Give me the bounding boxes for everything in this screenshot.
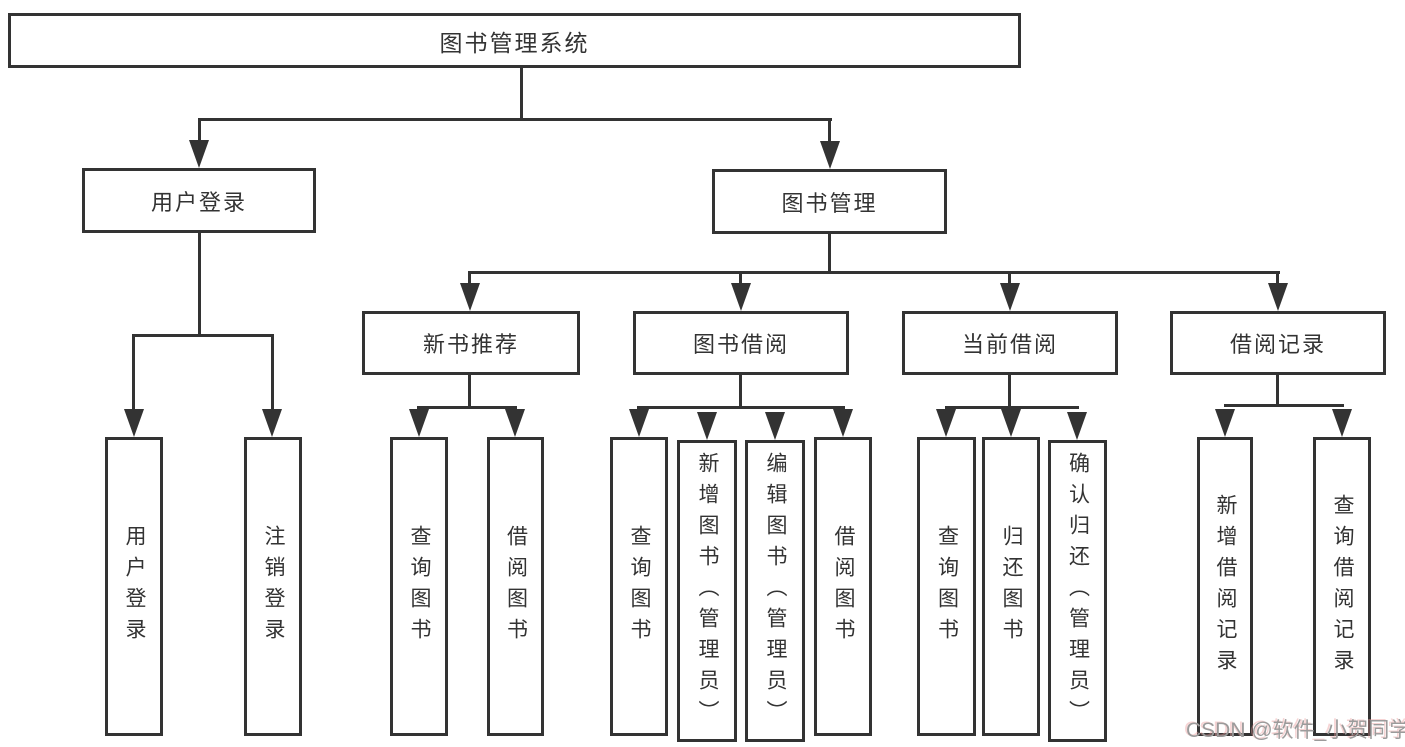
arrowhead-to-leaf-login bbox=[124, 409, 144, 437]
connector-root-drop bbox=[520, 68, 523, 119]
node-library-management-system-label: 图书管理系统 bbox=[439, 29, 590, 56]
node-book-management: 图书管理 bbox=[712, 169, 947, 234]
connector-current-borrowing-bus bbox=[945, 406, 1079, 409]
csdn-watermark: CSDN @软件_小贺同学 bbox=[1186, 719, 1405, 742]
connector-new-book-recommend-drop bbox=[468, 375, 471, 409]
connector-stem-borrowing-records bbox=[1276, 271, 1279, 286]
connector-stem-current-borrowing bbox=[1008, 271, 1011, 286]
arrowhead-to-cb-confirm-return bbox=[1067, 412, 1087, 440]
arrowhead-to-cb-search-books bbox=[936, 409, 956, 437]
arrowhead-to-bb-search-books bbox=[629, 409, 649, 437]
arrowhead-to-nbr-borrow-books bbox=[505, 409, 525, 437]
leaf-cb-search-books: 查询图书 bbox=[917, 437, 976, 736]
leaf-nbr-borrow-books-label: 借阅图书 bbox=[504, 524, 528, 649]
arrowhead-to-user-login bbox=[189, 140, 209, 168]
node-current-borrowing-label: 当前借阅 bbox=[961, 332, 1058, 357]
arrowhead-to-book-management bbox=[820, 141, 840, 169]
leaf-bb-add-books: 新增图书（管理员） bbox=[677, 440, 737, 742]
node-library-management-system: 图书管理系统 bbox=[8, 13, 1021, 68]
leaf-cb-confirm-return-label: 确认归还（管理员） bbox=[1066, 451, 1090, 731]
arrowhead-to-nbr-search-books bbox=[409, 409, 429, 437]
connector-level2-bus bbox=[468, 271, 1280, 274]
connector-stem-book-management bbox=[828, 118, 831, 143]
leaf-nbr-search-books-label: 查询图书 bbox=[408, 524, 432, 649]
node-borrowing-records: 借阅记录 bbox=[1170, 311, 1386, 375]
arrowhead-to-br-add-record bbox=[1215, 409, 1235, 437]
node-current-borrowing: 当前借阅 bbox=[902, 311, 1118, 375]
leaf-cb-return-books-label: 归还图书 bbox=[1000, 524, 1024, 649]
leaf-bb-search-books-label: 查询图书 bbox=[628, 524, 652, 649]
node-book-borrowing: 图书借阅 bbox=[633, 311, 849, 375]
node-new-book-recommend: 新书推荐 bbox=[362, 311, 580, 375]
node-new-book-recommend-label: 新书推荐 bbox=[422, 332, 519, 357]
leaf-bb-borrow-books-label: 借阅图书 bbox=[832, 524, 856, 649]
arrowhead-to-bb-borrow-books bbox=[833, 409, 853, 437]
connector-book-borrowing-drop bbox=[739, 375, 742, 409]
leaf-br-search-record-label: 查询借阅记录 bbox=[1331, 493, 1355, 680]
leaf-user-login: 用户登录 bbox=[105, 437, 163, 736]
leaf-bb-add-books-label: 新增图书（管理员） bbox=[696, 451, 720, 731]
node-borrowing-records-label: 借阅记录 bbox=[1229, 332, 1326, 357]
arrowhead-to-bb-add-books bbox=[697, 412, 717, 440]
connector-new-book-recommend-bus bbox=[417, 406, 517, 409]
leaf-nbr-borrow-books: 借阅图书 bbox=[487, 437, 544, 736]
arrowhead-to-current-borrowing bbox=[1000, 283, 1020, 311]
connector-borrowing-records-drop bbox=[1276, 375, 1279, 407]
leaf-bb-borrow-books: 借阅图书 bbox=[814, 437, 872, 736]
leaf-cb-confirm-return: 确认归还（管理员） bbox=[1048, 440, 1107, 742]
node-user-login: 用户登录 bbox=[82, 168, 316, 233]
leaf-nbr-search-books: 查询图书 bbox=[390, 437, 448, 736]
arrowhead-to-br-search-record bbox=[1332, 409, 1352, 437]
arrowhead-to-borrowing-records bbox=[1268, 283, 1288, 311]
leaf-user-login-label: 用户登录 bbox=[123, 524, 147, 649]
connector-user-login-drop bbox=[198, 233, 201, 336]
connector-book-borrowing-bus bbox=[637, 406, 845, 409]
node-book-management-label: 图书管理 bbox=[781, 190, 878, 216]
leaf-br-add-record: 新增借阅记录 bbox=[1197, 437, 1253, 736]
arrowhead-to-book-borrowing bbox=[731, 283, 751, 311]
connector-borrowing-records-bus bbox=[1224, 404, 1344, 407]
leaf-bb-edit-books: 编辑图书（管理员） bbox=[745, 440, 805, 742]
connector-stem-leaf-login bbox=[132, 334, 135, 412]
leaf-logout-label: 注销登录 bbox=[262, 524, 286, 649]
arrowhead-to-cb-return-books bbox=[1001, 409, 1021, 437]
connector-user-login-bus bbox=[132, 334, 274, 337]
leaf-bb-edit-books-label: 编辑图书（管理员） bbox=[764, 451, 788, 731]
connector-book-management-drop bbox=[828, 234, 831, 274]
arrowhead-to-leaf-logout bbox=[262, 409, 282, 437]
leaf-cb-return-books: 归还图书 bbox=[982, 437, 1040, 736]
leaf-br-search-record: 查询借阅记录 bbox=[1313, 437, 1371, 736]
connector-stem-leaf-logout bbox=[271, 334, 274, 412]
leaf-cb-search-books-label: 查询图书 bbox=[935, 524, 959, 649]
arrowhead-to-bb-edit-books bbox=[765, 412, 785, 440]
node-book-borrowing-label: 图书借阅 bbox=[692, 332, 789, 357]
connector-current-borrowing-drop bbox=[1008, 375, 1011, 409]
connector-level1-bus bbox=[198, 118, 832, 121]
leaf-br-add-record-label: 新增借阅记录 bbox=[1214, 493, 1238, 680]
arrowhead-to-new-book-recommend bbox=[460, 283, 480, 311]
connector-stem-user-login bbox=[198, 118, 201, 143]
node-user-login-label: 用户登录 bbox=[150, 189, 247, 215]
leaf-bb-search-books: 查询图书 bbox=[610, 437, 668, 736]
leaf-logout: 注销登录 bbox=[244, 437, 302, 736]
connector-stem-new-book-recommend bbox=[468, 271, 471, 286]
connector-stem-book-borrowing bbox=[739, 271, 742, 286]
